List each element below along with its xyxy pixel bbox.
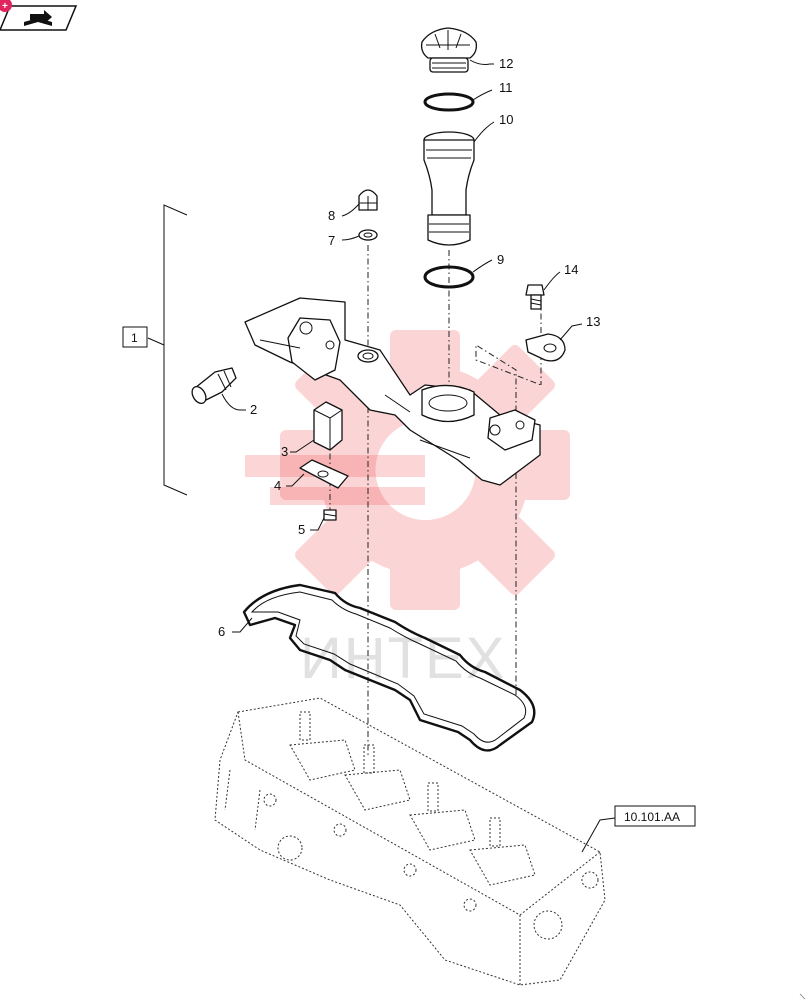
filler-cap bbox=[420, 27, 478, 73]
callout-9: 9 bbox=[497, 252, 504, 267]
callout-12: 12 bbox=[499, 56, 513, 71]
reference-label: 10.101.AA bbox=[624, 810, 680, 824]
add-badge-icon bbox=[0, 0, 12, 12]
bolt-14 bbox=[525, 284, 545, 310]
filler-neck bbox=[423, 131, 475, 246]
callout-14: 14 bbox=[564, 262, 578, 277]
callout-7: 7 bbox=[328, 233, 335, 248]
book-arrow-icon bbox=[24, 10, 52, 26]
reference-box[interactable]: 10.101.AA bbox=[614, 805, 696, 827]
washer-7 bbox=[358, 229, 378, 241]
watermark-text: ИНТЕХ bbox=[300, 626, 506, 691]
callout-4: 4 bbox=[274, 478, 281, 493]
group-bracket: 1 bbox=[122, 204, 188, 496]
o-ring-9 bbox=[423, 265, 475, 289]
callout-2: 2 bbox=[250, 402, 257, 417]
cylinder-head bbox=[214, 697, 606, 986]
callout-6: 6 bbox=[218, 624, 225, 639]
leader-lines bbox=[221, 59, 616, 853]
group-label: 1 bbox=[131, 331, 138, 345]
group-label-box bbox=[122, 326, 148, 348]
o-ring-11 bbox=[423, 92, 475, 112]
watermark-logo: ИНТЕХ bbox=[245, 330, 570, 691]
nav-button[interactable]: + bbox=[0, 0, 78, 31]
callout-5: 5 bbox=[298, 522, 305, 537]
gasket bbox=[242, 583, 536, 752]
valve-cover bbox=[244, 297, 541, 486]
add-badge-label: + bbox=[2, 1, 8, 12]
cap-nut bbox=[358, 189, 378, 211]
callout-labels: 2 3 4 5 6 7 8 9 10 11 12 13 14 bbox=[218, 56, 600, 639]
callout-3: 3 bbox=[281, 444, 288, 459]
callout-10: 10 bbox=[499, 112, 513, 127]
callout-11: 11 bbox=[499, 80, 513, 95]
clip-13 bbox=[525, 333, 566, 362]
baffle-block bbox=[313, 401, 343, 451]
callout-8: 8 bbox=[328, 208, 335, 223]
screw-5 bbox=[323, 509, 337, 521]
plate-4 bbox=[299, 459, 349, 489]
corner-mark bbox=[799, 993, 806, 1000]
callout-13: 13 bbox=[586, 314, 600, 329]
breather-fitting bbox=[191, 367, 237, 405]
